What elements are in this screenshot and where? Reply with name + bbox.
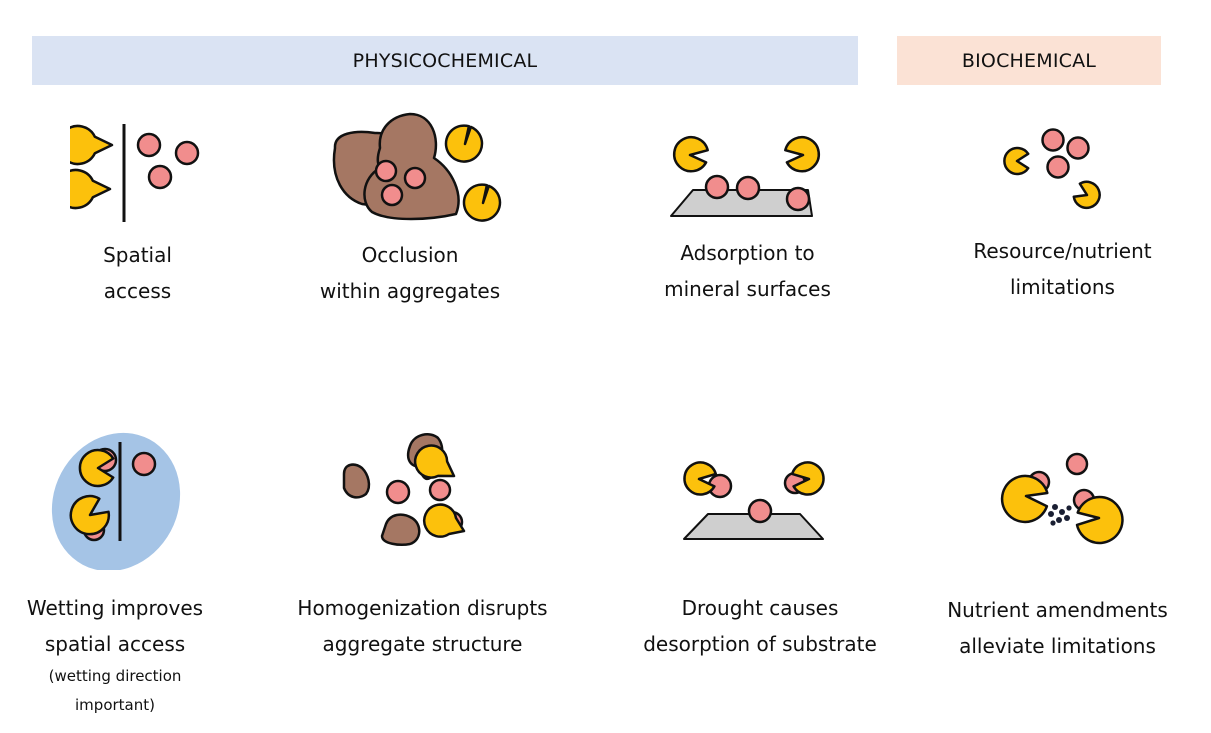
nutrient-particle [1048, 511, 1054, 517]
substrate-shape [1041, 128, 1065, 152]
caption-line: Resource/nutrient [973, 239, 1152, 263]
enzyme-shape [790, 461, 825, 496]
aggregate-shape [380, 513, 421, 546]
nutrient-limitation-icon [1003, 128, 1101, 210]
caption-line: mineral surfaces [664, 277, 831, 301]
caption-line: within aggregates [319, 279, 501, 303]
enzyme-shape [1000, 474, 1049, 524]
caption-line: Drought causes [681, 596, 839, 620]
enzyme-shape [1075, 495, 1124, 545]
nutrient-amendment-icon [1000, 452, 1124, 545]
enzyme-shape [444, 124, 484, 163]
substrate-shape [136, 132, 162, 158]
substrate-shape [704, 174, 730, 200]
physicochemical-header: PHYSICOCHEMICAL [32, 36, 858, 85]
caption-note: (wetting direction [48, 667, 182, 685]
mineral-surface-shape [683, 513, 824, 540]
substrate-shape [785, 186, 811, 212]
nutrient-particle [1066, 505, 1072, 511]
spatial-access-icon [70, 124, 200, 222]
caption-line: Nutrient amendments [947, 598, 1168, 622]
substrate-shape [147, 164, 173, 190]
enzyme-shape [413, 444, 456, 479]
enzyme-shape [423, 503, 466, 538]
aggregate-shape [342, 463, 371, 499]
substrate-shape [385, 479, 411, 505]
mineral-surface-shape [670, 189, 813, 217]
nutrient-particle [1059, 509, 1065, 515]
physicochemical-label: PHYSICOCHEMICAL [352, 49, 538, 72]
nutrient-particle [1052, 504, 1058, 510]
caption-drought: Drought causes desorption of substrate [615, 590, 905, 662]
substrate-shape [374, 159, 398, 183]
drought-desorption-icon [683, 461, 825, 540]
caption-adsorption: Adsorption to mineral surfaces [640, 235, 855, 307]
enzyme-shape [1072, 180, 1101, 210]
enzyme-shape [683, 461, 718, 496]
substrate-shape [174, 140, 200, 166]
enzyme-shape [78, 448, 115, 488]
caption-wetting: Wetting improves spatial access (wetting… [10, 590, 220, 720]
caption-line: limitations [1010, 275, 1115, 299]
enzyme-shape [672, 136, 709, 173]
enzyme-shape [1003, 146, 1030, 176]
caption-nutrient-amendment: Nutrient amendments alleviate limitation… [925, 592, 1190, 664]
biochemical-label: BIOCHEMICAL [961, 49, 1097, 72]
enzyme-shape [784, 136, 821, 173]
substrate-shape [1066, 136, 1090, 160]
caption-line: Homogenization disrupts [297, 596, 548, 620]
caption-line: Adsorption to [680, 241, 815, 265]
substrate-shape [403, 166, 427, 190]
nutrient-particle [1056, 517, 1062, 523]
caption-line: spatial access [44, 632, 186, 656]
enzyme-shape [462, 183, 502, 222]
caption-note: important) [75, 696, 155, 714]
caption-line: Wetting improves [26, 596, 204, 620]
caption-homogenization: Homogenization disrupts aggregate struct… [275, 590, 570, 662]
mineral-adsorption-icon [670, 136, 821, 217]
biochemical-header: BIOCHEMICAL [897, 36, 1161, 85]
caption-line: desorption of substrate [643, 632, 877, 656]
enzyme-shape [70, 124, 114, 166]
caption-spatial-access: Spatial access [55, 237, 220, 309]
caption-line: aggregate structure [322, 632, 523, 656]
caption-line: Spatial [103, 243, 172, 267]
enzyme-shape [70, 168, 112, 210]
substrate-shape [380, 183, 404, 207]
caption-occlusion: Occlusion within aggregates [300, 237, 520, 309]
caption-line: alleviate limitations [959, 634, 1156, 658]
nutrient-particle [1050, 520, 1056, 526]
substrate-shape [735, 175, 761, 201]
substrate-shape [131, 451, 157, 477]
substrate-shape [747, 498, 773, 524]
wetting-icon [51, 432, 181, 570]
substrate-shape [1065, 452, 1089, 476]
substrate-shape [1046, 155, 1070, 179]
substrate-shape [428, 478, 452, 502]
homogenization-icon [342, 433, 466, 546]
enzyme-shape [69, 494, 111, 536]
nutrient-particle [1064, 515, 1070, 521]
occlusion-aggregates-icon [332, 112, 502, 222]
caption-line: Occlusion [361, 243, 459, 267]
caption-line: access [103, 279, 172, 303]
caption-nutrient-limitation: Resource/nutrient limitations [945, 233, 1180, 305]
